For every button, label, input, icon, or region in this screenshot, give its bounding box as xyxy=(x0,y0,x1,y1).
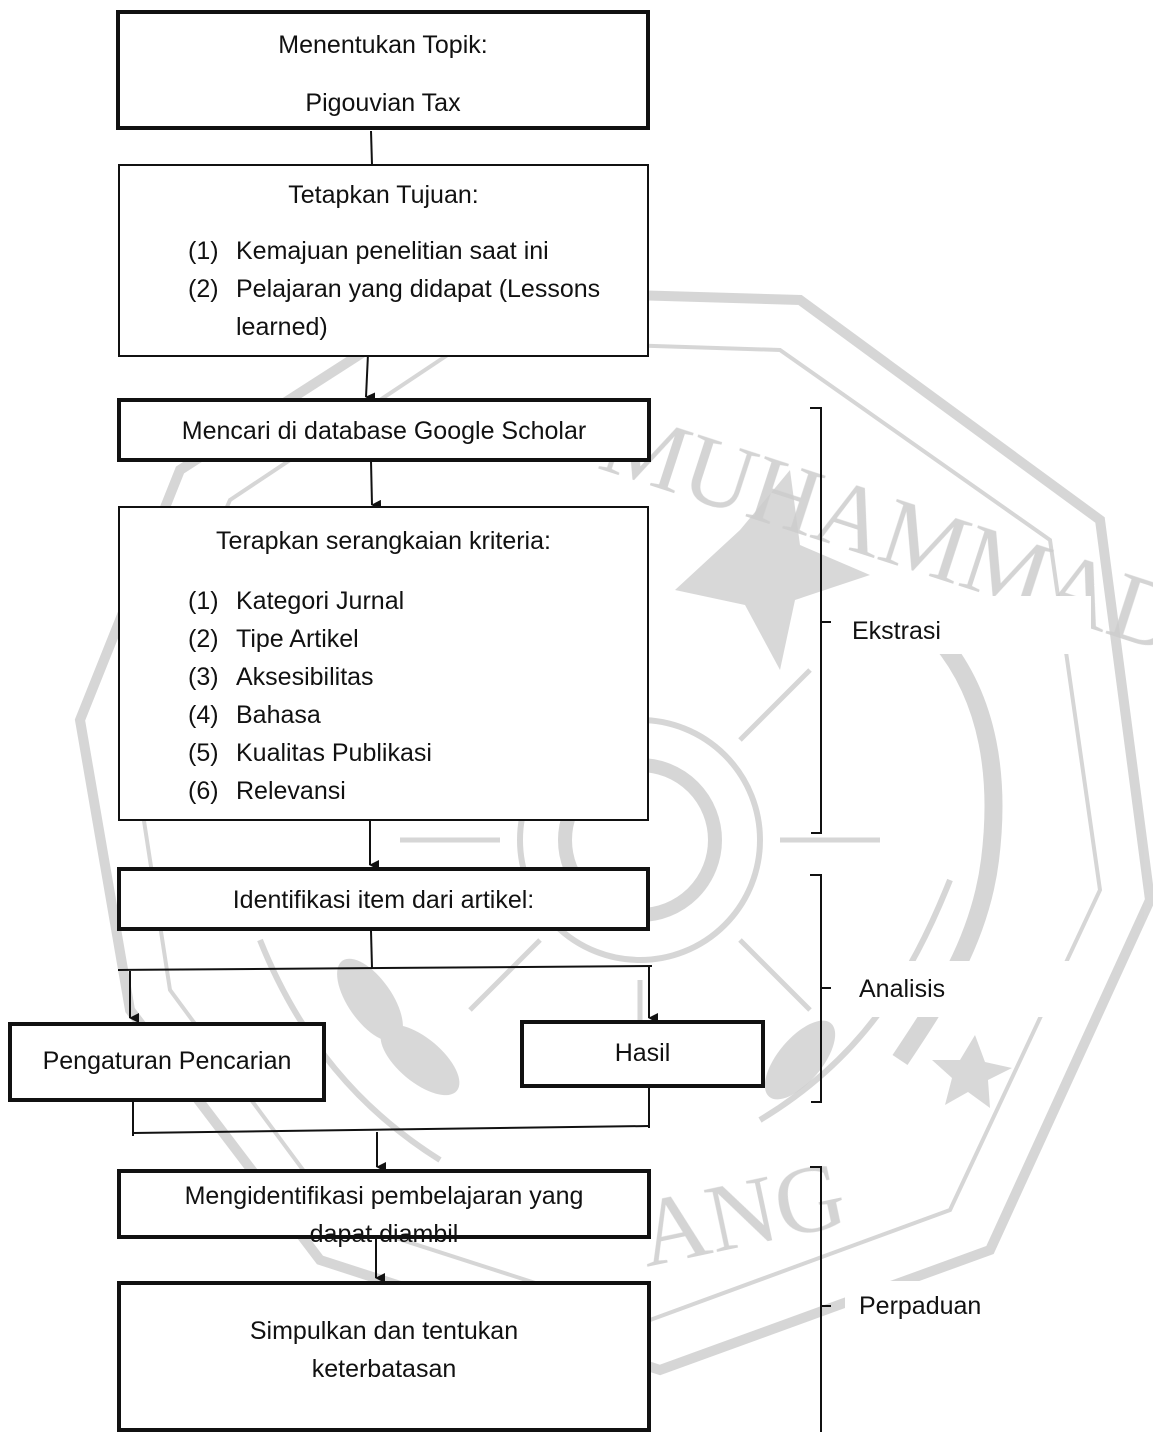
criteria-item-2-text: Tipe Artikel xyxy=(236,625,359,653)
arrow-search-criteria xyxy=(370,460,382,510)
criteria-box: Terapkan serangkaian kriteria: (1) Kateg… xyxy=(118,506,649,821)
criteria-item-6: (6) Relevansi xyxy=(188,772,627,810)
results-title: Hasil xyxy=(614,1039,671,1067)
topic-box: Menentukan Topik: Pigouvian Tax xyxy=(116,10,650,130)
criteria-item-4-num: (4) xyxy=(188,701,219,729)
criteria-item-2-num: (2) xyxy=(188,625,219,653)
arrow-goals-search xyxy=(365,353,376,403)
criteria-item-6-text: Relevansi xyxy=(236,777,346,805)
lessons-box: Mengidentifikasi pembelajaran yang dapat… xyxy=(117,1169,651,1248)
criteria-item-4: (4) Bahasa xyxy=(188,696,627,734)
identify-box: Identifikasi item dari artikel: xyxy=(117,867,650,931)
goals-item-2-num: (2) xyxy=(188,275,219,303)
results-box: Hasil xyxy=(520,1020,765,1088)
goals-item-1-text: Kemajuan penelitian saat ini xyxy=(236,237,549,265)
brace-perpaduan xyxy=(810,1166,831,1432)
search-db-box: Mencari di database Google Scholar xyxy=(117,398,651,462)
criteria-item-5-text: Kualitas Publikasi xyxy=(236,739,432,767)
criteria-item-1: (1) Kategori Jurnal xyxy=(188,582,627,620)
phase-label-perpaduan: Perpaduan xyxy=(845,1281,1025,1331)
criteria-title: Terapkan serangkaian kriteria: xyxy=(216,527,551,555)
identify-title: Identifikasi item dari artikel: xyxy=(232,886,535,914)
goals-item-2-text: Pelajaran yang didapat (Lessons learned) xyxy=(236,275,601,341)
goals-item-1: (1) Kemajuan penelitian saat ini xyxy=(188,232,627,270)
goals-item-1-num: (1) xyxy=(188,237,219,265)
conclude-title: Simpulkan dan tentukan keterbatasan xyxy=(249,1317,519,1383)
connector-topic-goals xyxy=(370,130,373,166)
goals-box: Tetapkan Tujuan: (1) Kemajuan penelitian… xyxy=(118,164,649,357)
goals-item-2: (2) Pelajaran yang didapat (Lessons lear… xyxy=(188,270,627,346)
criteria-list: (1) Kategori Jurnal (2) Tipe Artikel (3)… xyxy=(188,582,627,810)
goals-title: Tetapkan Tujuan: xyxy=(288,181,479,209)
search-settings-box: Pengaturan Pencarian xyxy=(8,1022,326,1102)
merge-line xyxy=(132,1125,650,1134)
criteria-item-3: (3) Aksesibilitas xyxy=(188,658,627,696)
split-line xyxy=(117,965,653,971)
criteria-item-3-text: Aksesibilitas xyxy=(236,663,374,691)
topic-subtitle: Pigouvian Tax xyxy=(305,89,461,117)
criteria-item-5-num: (5) xyxy=(188,739,219,767)
brace-ekstrasi xyxy=(810,407,831,834)
brace-analisis xyxy=(810,874,831,1103)
goals-list: (1) Kemajuan penelitian saat ini (2) Pel… xyxy=(188,232,627,346)
criteria-item-1-text: Kategori Jurnal xyxy=(236,587,405,615)
lessons-title: Mengidentifikasi pembelajaran yang dapat… xyxy=(184,1182,584,1248)
criteria-item-1-num: (1) xyxy=(188,587,219,615)
criteria-item-4-text: Bahasa xyxy=(236,701,321,729)
criteria-item-5: (5) Kualitas Publikasi xyxy=(188,734,627,772)
phase-label-analisis: Analisis xyxy=(845,961,1071,1017)
search-settings-title: Pengaturan Pencarian xyxy=(42,1047,292,1075)
search-db-title: Mencari di database Google Scholar xyxy=(181,417,587,445)
criteria-item-3-num: (3) xyxy=(188,663,219,691)
criteria-item-2: (2) Tipe Artikel xyxy=(188,620,627,658)
conclude-box: Simpulkan dan tentukan keterbatasan xyxy=(117,1281,651,1432)
phase-label-ekstrasi: Ekstrasi xyxy=(838,596,1091,654)
criteria-item-6-num: (6) xyxy=(188,777,219,805)
connector-identify-split xyxy=(370,930,373,969)
topic-title: Menentukan Topik: xyxy=(278,31,488,59)
